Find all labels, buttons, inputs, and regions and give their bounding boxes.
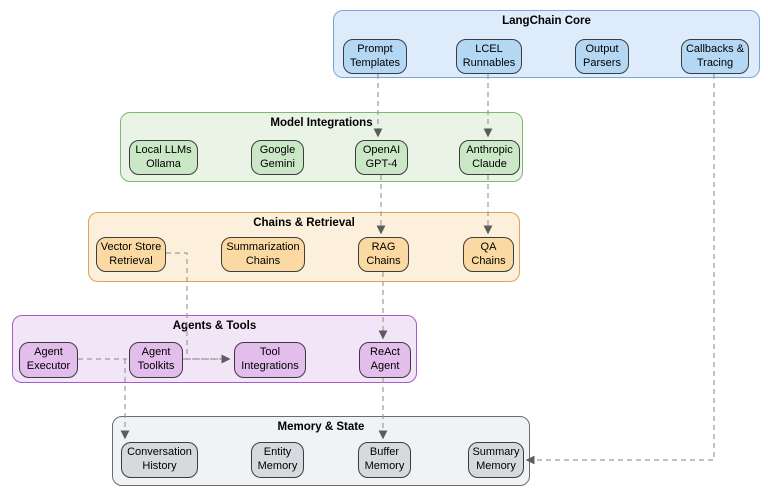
node-buffer-memory: Buffer Memory (358, 442, 411, 478)
node-summary-memory: Summary Memory (468, 442, 524, 478)
group-title-langchain-core: LangChain Core (502, 15, 591, 27)
node-openai-gpt4: OpenAI GPT-4 (355, 140, 408, 175)
group-title-chains-retrieval: Chains & Retrieval (253, 217, 355, 229)
node-tool-integrations: Tool Integrations (234, 342, 306, 378)
node-summarization-chains: Summarization Chains (221, 237, 305, 272)
node-vector-store-retrieval: Vector Store Retrieval (96, 237, 166, 272)
node-agent-toolkits: Agent Toolkits (129, 342, 183, 378)
node-local-llms-ollama: Local LLMs Ollama (129, 140, 198, 175)
node-entity-memory: Entity Memory (251, 442, 304, 478)
node-rag-chains: RAG Chains (358, 237, 409, 272)
node-anthropic-claude: Anthropic Claude (459, 140, 520, 175)
node-output-parsers: Output Parsers (575, 39, 629, 74)
group-title-model-integrations: Model Integrations (270, 117, 373, 129)
node-callbacks-tracing: Callbacks & Tracing (681, 39, 749, 74)
node-conversation-history: Conversation History (121, 442, 198, 478)
group-title-agents-tools: Agents & Tools (172, 320, 257, 332)
node-agent-executor: Agent Executor (19, 342, 78, 378)
node-lcel-runnables: LCEL Runnables (456, 39, 522, 74)
group-title-memory-state: Memory & State (277, 421, 365, 433)
node-react-agent: ReAct Agent (359, 342, 411, 378)
node-google-gemini: Google Gemini (251, 140, 304, 175)
node-prompt-templates: Prompt Templates (343, 39, 407, 74)
node-qa-chains: QA Chains (463, 237, 514, 272)
